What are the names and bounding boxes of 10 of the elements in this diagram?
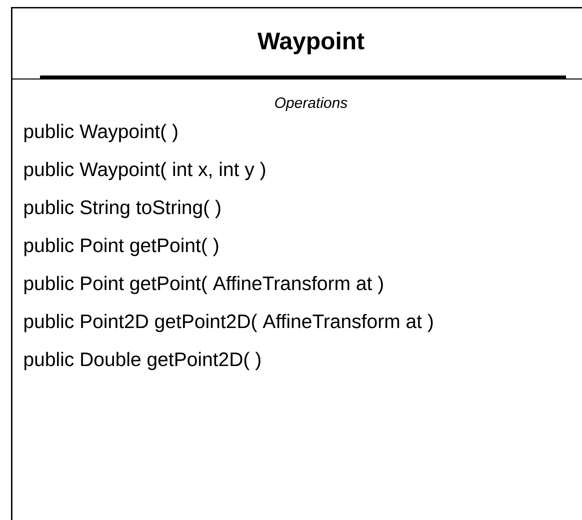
operation-text: public Double getPoint2D( ) — [24, 352, 260, 370]
compartment-label: Operations — [275, 97, 348, 111]
class-name: Waypoint — [257, 32, 364, 54]
operation-text: public Waypoint( ) — [24, 124, 178, 142]
operation-text: public Waypoint( int x, int y ) — [24, 162, 266, 180]
class-box — [10, 7, 582, 520]
operation-text: public Point getPoint( AffineTransform at ) — [24, 276, 383, 294]
operation-text: public Point getPoint( ) — [24, 238, 218, 256]
operation-text: public String toString( ) — [24, 200, 220, 218]
operation-text: public Point2D getPoint2D( AffineTransform at ) — [24, 314, 433, 332]
